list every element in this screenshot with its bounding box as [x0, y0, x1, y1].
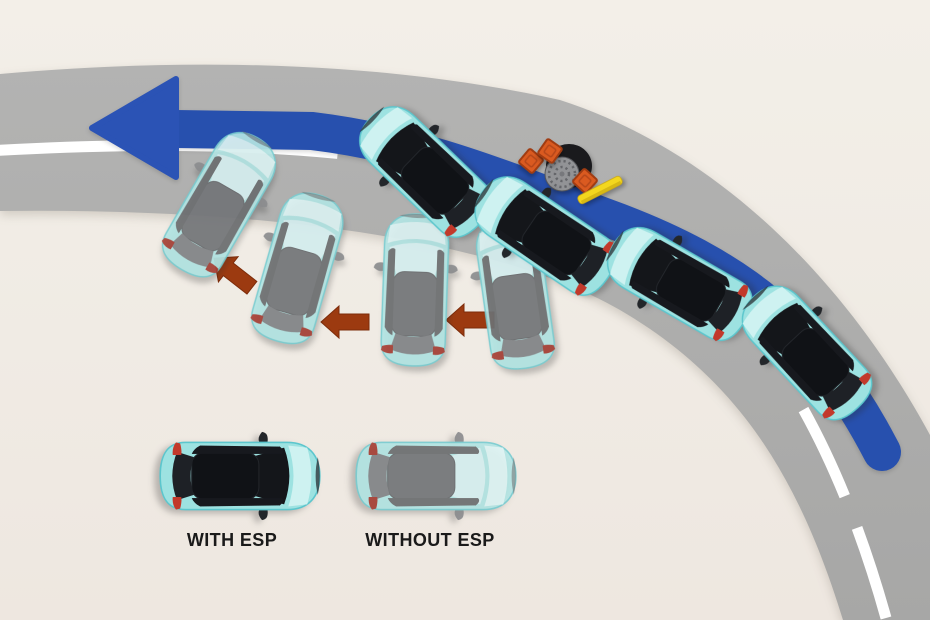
- esp-arrowhead-icon: [89, 76, 179, 180]
- skid-arrows-layer: [203, 245, 495, 339]
- legend-car-with-esp: [159, 431, 321, 521]
- with-esp-label: WITH ESP: [187, 530, 277, 550]
- legend-cars-layer: [159, 431, 517, 521]
- legend-car-without-esp: [355, 431, 517, 521]
- skid-arrow-icon: [320, 305, 370, 339]
- without-esp-label: WITHOUT ESP: [365, 530, 494, 550]
